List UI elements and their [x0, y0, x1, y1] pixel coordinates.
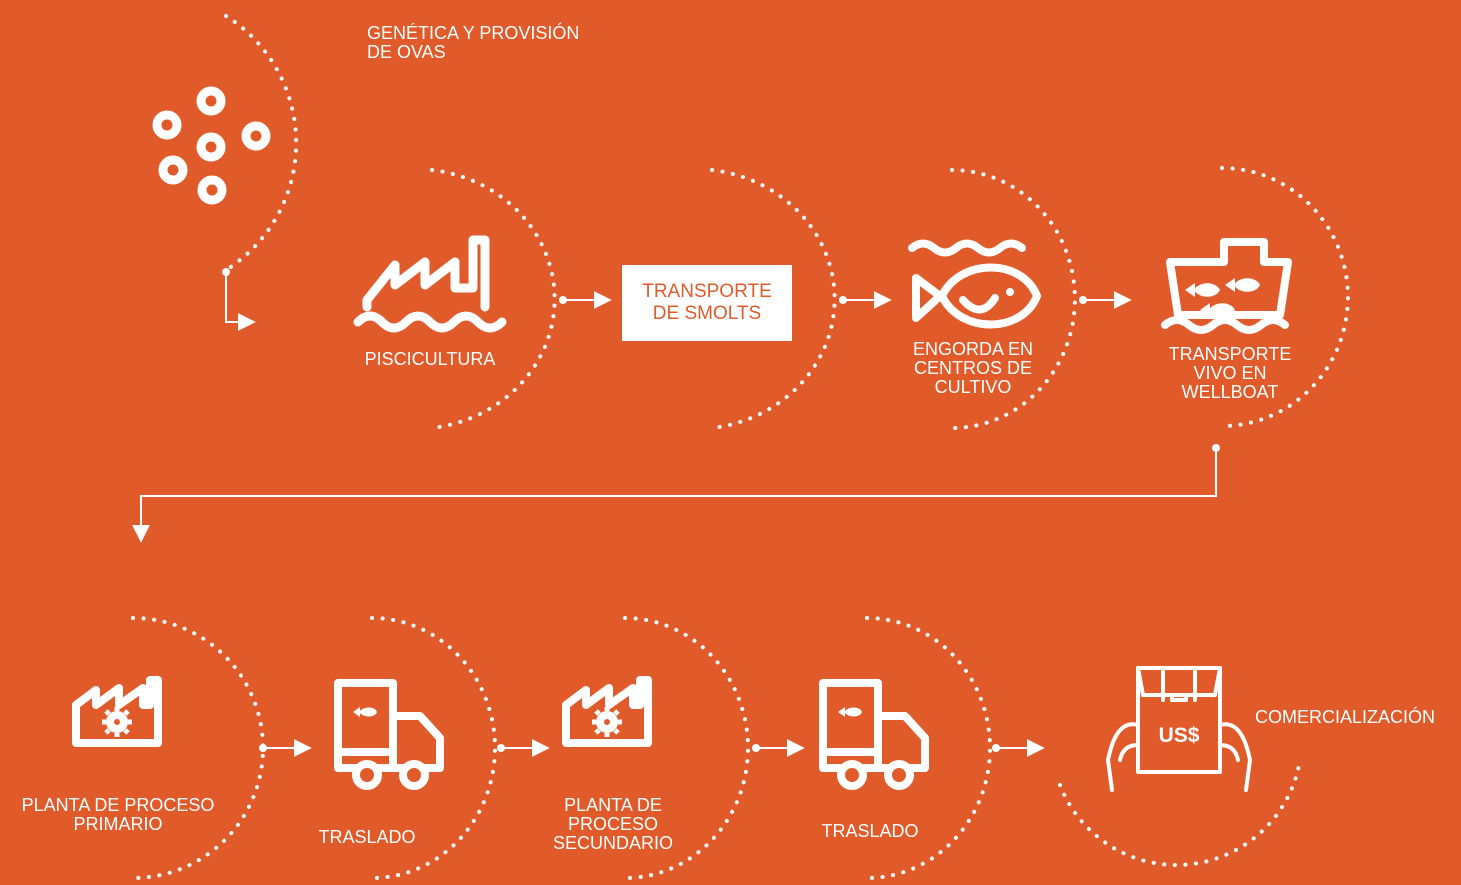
truck-fish-icon: [353, 707, 377, 717]
label-line: ENGORDA EN: [912, 339, 1034, 359]
arc-secundario: [623, 616, 750, 880]
arrow-wellboat-to-primario: [132, 448, 1217, 543]
arrow-ovas-to-piscicultura: [225, 272, 256, 331]
label-line: DE OVAS: [367, 42, 446, 62]
label-line: DE SMOLTS: [652, 303, 762, 324]
label-line: VIVO EN: [1193, 363, 1267, 383]
label-line: CENTROS DE: [913, 358, 1032, 378]
arc-smolts: [710, 168, 837, 430]
label-line: PLANTA DE PROCESO: [21, 795, 215, 815]
label-line: SECUNDARIO: [552, 833, 673, 853]
arc-wellboat: [1220, 166, 1350, 428]
wellboat-fish-icons: [1185, 278, 1260, 317]
label-comercializacion: COMERCIALIZACIÓN: [1255, 708, 1435, 727]
label-primario: PLANTA DE PROCESO PRIMARIO: [0, 796, 236, 834]
label-line: WELLBOAT: [1181, 382, 1279, 402]
label-line: TRANSPORTE: [1168, 344, 1292, 364]
currency-label: US$: [1158, 724, 1200, 747]
label-line: PLANTA DE: [564, 795, 662, 815]
wellboat-icon: [1161, 238, 1292, 334]
label-line: TRASLADO: [821, 821, 919, 841]
arc-primario: [131, 616, 265, 880]
label-line: PROCESO: [567, 814, 659, 834]
label-line: PRIMARIO: [73, 814, 163, 834]
label-traslado-1: TRASLADO: [307, 828, 427, 847]
fish-water-icon: [908, 239, 1041, 329]
arc-comercializacion: [1058, 758, 1302, 867]
label-line: COMERCIALIZACIÓN: [1255, 707, 1436, 727]
label-engorda: ENGORDA EN CENTROS DE CULTIVO: [893, 340, 1053, 397]
label-secundario: PLANTA DE PROCESO SECUNDARIO: [538, 796, 688, 853]
label-line: PISCICULTURA: [364, 349, 496, 369]
label-line: TRASLADO: [318, 827, 416, 847]
factory-gear-icon: [562, 676, 652, 747]
label-wellboat: TRANSPORTE VIVO EN WELLBOAT: [1150, 345, 1310, 402]
truck-icon: [334, 679, 444, 790]
label-line: CULTIVO: [934, 377, 1012, 397]
arc-traslado2: [865, 616, 992, 880]
truck-fish-icon: [838, 707, 862, 717]
truck-icon: [819, 679, 929, 790]
label-traslado-2: TRASLADO: [800, 822, 940, 841]
factory-gear-icon: [72, 676, 162, 747]
label-line: TRANSPORTE: [642, 281, 772, 302]
eggs-icon: [152, 86, 271, 205]
factory-water-icon: [353, 235, 507, 333]
arc-piscicultura: [430, 168, 557, 430]
label-line: GENÉTICA Y PROVISIÓN: [367, 23, 580, 43]
box-hands-icon: [1106, 666, 1252, 792]
smolts-box: TRANSPORTE DE SMOLTS: [622, 265, 792, 341]
label-piscicultura: PISCICULTURA: [350, 350, 510, 369]
label-ovas: GENÉTICA Y PROVISIÓN DE OVAS: [367, 24, 579, 62]
arc-ovas: [224, 14, 299, 272]
arc-traslado1: [370, 616, 497, 880]
